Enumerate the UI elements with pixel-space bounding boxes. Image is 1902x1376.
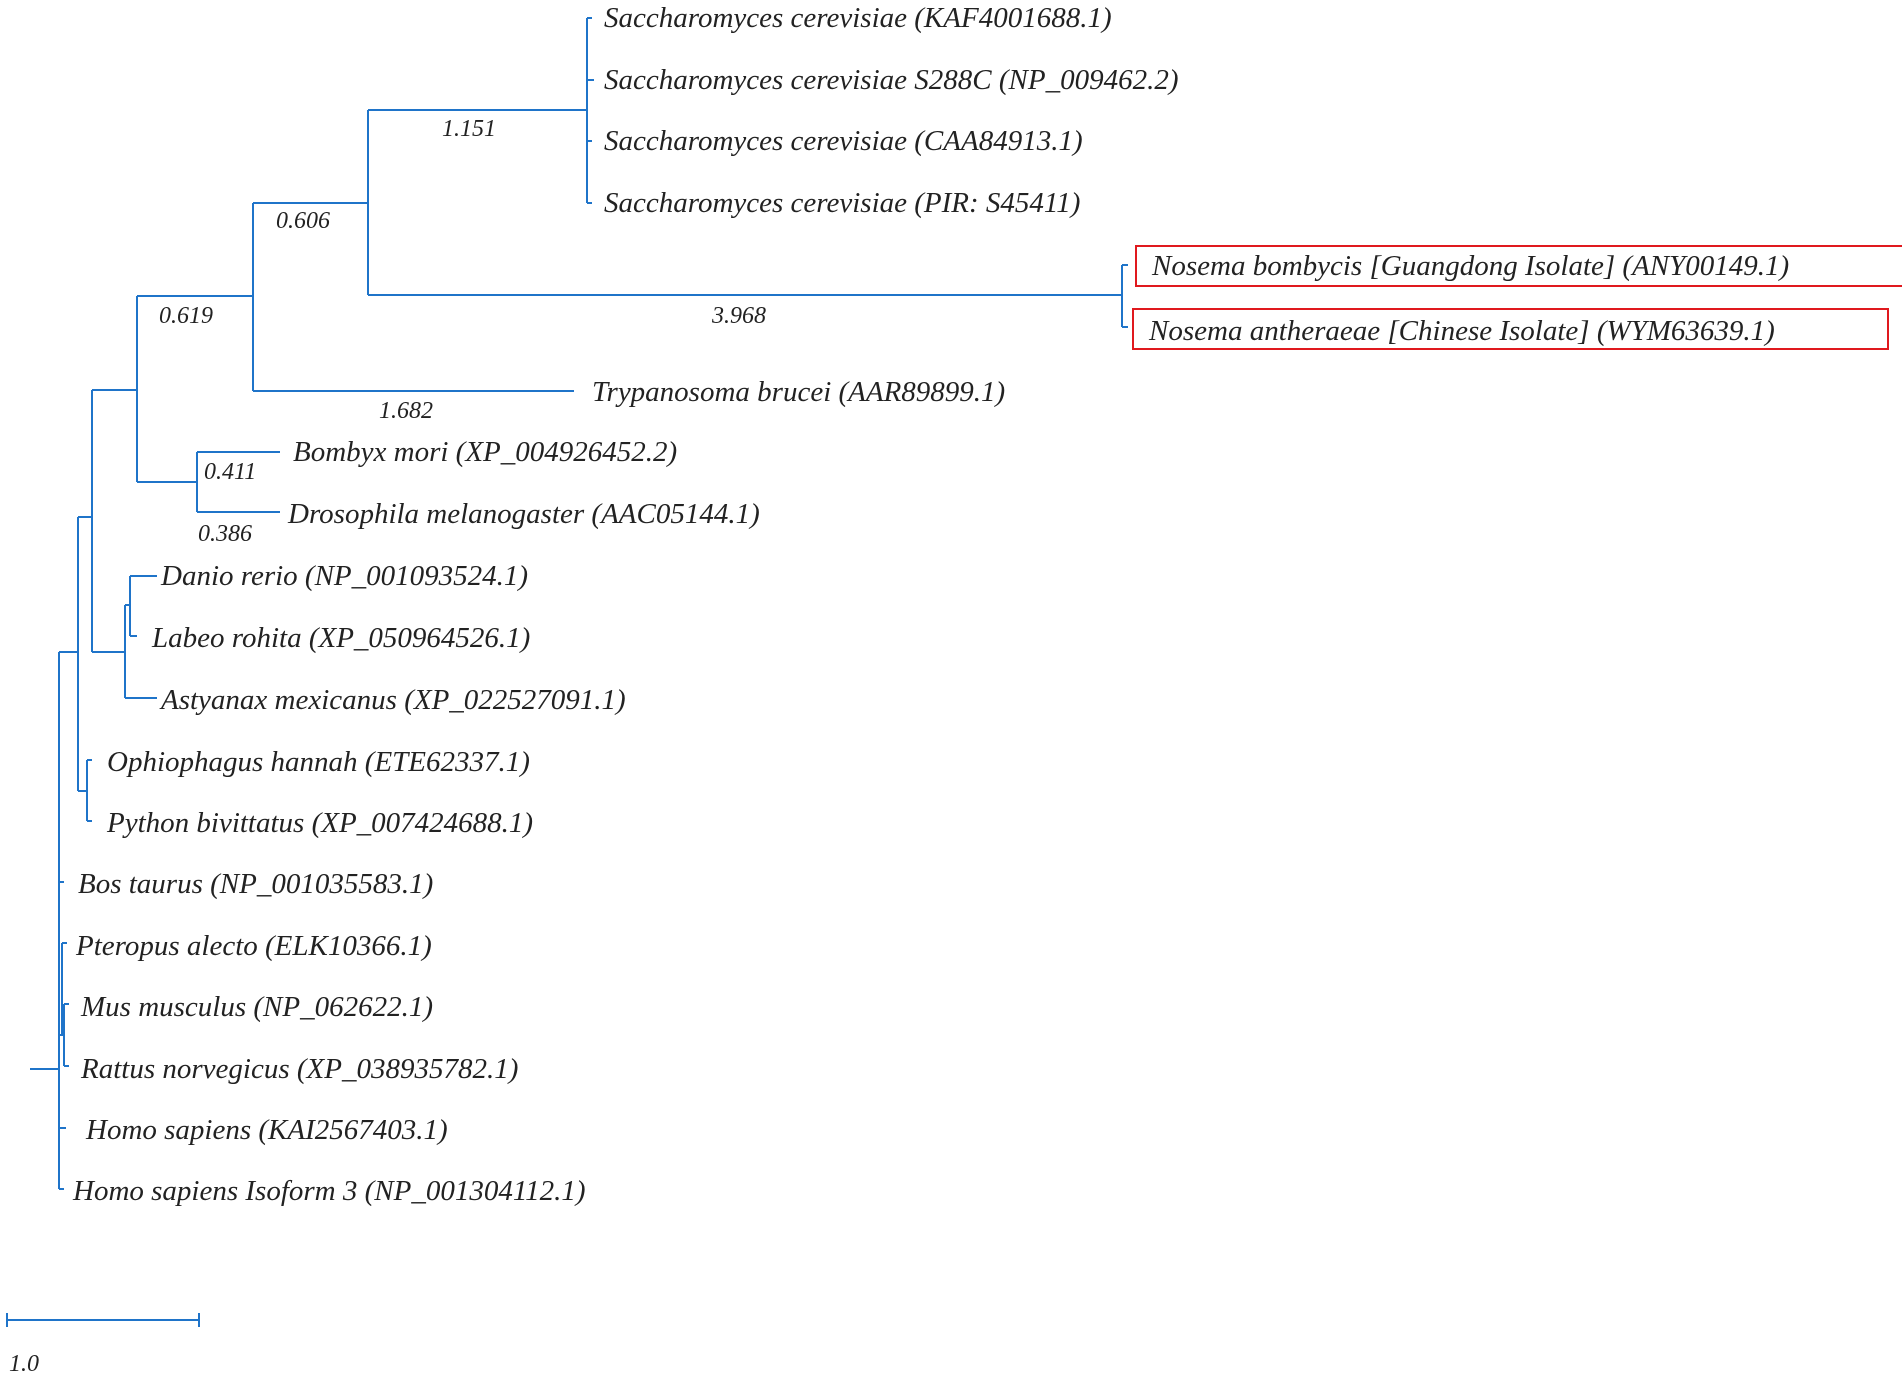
scale-bar: 1.0 <box>6 1313 200 1376</box>
leaf-label: Drosophila melanogaster (AAC05144.1) <box>287 498 760 530</box>
leaf-label: Python bivittatus (XP_007424688.1) <box>106 807 533 839</box>
leaf-label: Bos taurus (NP_001035583.1) <box>78 868 433 900</box>
scale-bar-label: 1.0 <box>9 1351 39 1376</box>
leaf-label: Nosema bombycis [Guangdong Isolate] (ANY… <box>1151 250 1789 282</box>
leaf-label: Labeo rohita (XP_050964526.1) <box>151 622 530 654</box>
leaf-label: Bombyx mori (XP_004926452.2) <box>293 436 677 468</box>
leaf-label: Saccharomyces cerevisiae (PIR: S45411) <box>604 187 1080 219</box>
branch-length-label: 0.619 <box>159 303 213 329</box>
leaf-label: Saccharomyces cerevisiae (CAA84913.1) <box>604 125 1083 157</box>
leaf-label: Astyanax mexicanus (XP_022527091.1) <box>159 684 626 716</box>
leaf-label: Nosema antheraeae [Chinese Isolate] (WYM… <box>1148 315 1775 347</box>
branch-length-label: 3.968 <box>711 303 766 329</box>
leaf-label: Ophiophagus hannah (ETE62337.1) <box>107 746 530 778</box>
highlight-box-nosema-bombycis <box>1135 245 1902 287</box>
branch-length-label: 1.682 <box>379 398 433 424</box>
branch-length-label: 0.606 <box>276 208 330 234</box>
leaf-label: Danio rerio (NP_001093524.1) <box>160 560 528 592</box>
leaf-label: Trypanosoma brucei (AAR89899.1) <box>592 376 1005 408</box>
branch-length-label: 0.386 <box>198 521 252 547</box>
leaf-label: Saccharomyces cerevisiae S288C (NP_00946… <box>604 64 1178 96</box>
leaf-label: Homo sapiens (KAI2567403.1) <box>85 1114 448 1146</box>
leaf-label: Mus musculus (NP_062622.1) <box>80 991 433 1023</box>
leaf-label: Pteropus alecto (ELK10366.1) <box>75 930 432 962</box>
leaf-label: Saccharomyces cerevisiae (KAF4001688.1) <box>604 2 1112 34</box>
branch-length-label: 0.411 <box>204 459 256 485</box>
highlight-boxes <box>1132 245 1902 350</box>
leaf-label: Homo sapiens Isoform 3 (NP_001304112.1) <box>72 1175 586 1207</box>
branch-length-labels: 1.151 0.606 3.968 0.619 1.682 0.411 0.38… <box>159 116 766 547</box>
highlight-box-nosema-antheraeae <box>1132 308 1889 350</box>
tree-branches <box>30 17 1128 1190</box>
leaf-label: Rattus norvegicus (XP_038935782.1) <box>80 1053 518 1085</box>
leaf-labels: Saccharomyces cerevisiae (KAF4001688.1) … <box>72 2 1789 1207</box>
branch-length-label: 1.151 <box>442 116 496 142</box>
